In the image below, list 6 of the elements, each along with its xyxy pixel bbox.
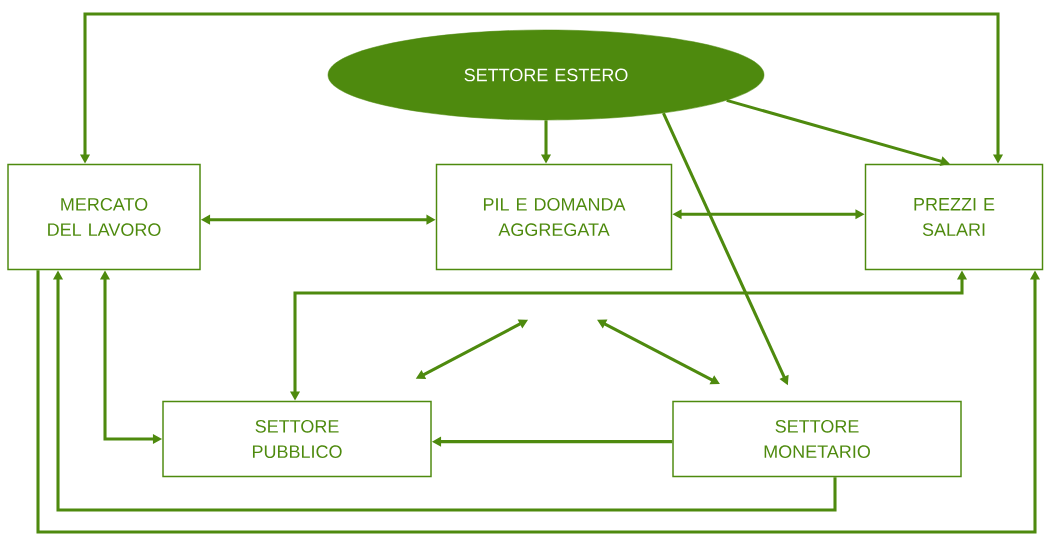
process-box: SETTORE PUBBLICO <box>162 400 432 478</box>
process-box: SETTORE MONETARIO <box>672 400 962 478</box>
process-box: MERCATO DEL LAVORO <box>7 163 201 271</box>
process-box: PREZZI E SALARI <box>864 163 1044 271</box>
process-box: PIL E DOMANDA AGGREGATA <box>435 163 673 271</box>
oval-node: SETTORE ESTERO <box>327 29 765 121</box>
